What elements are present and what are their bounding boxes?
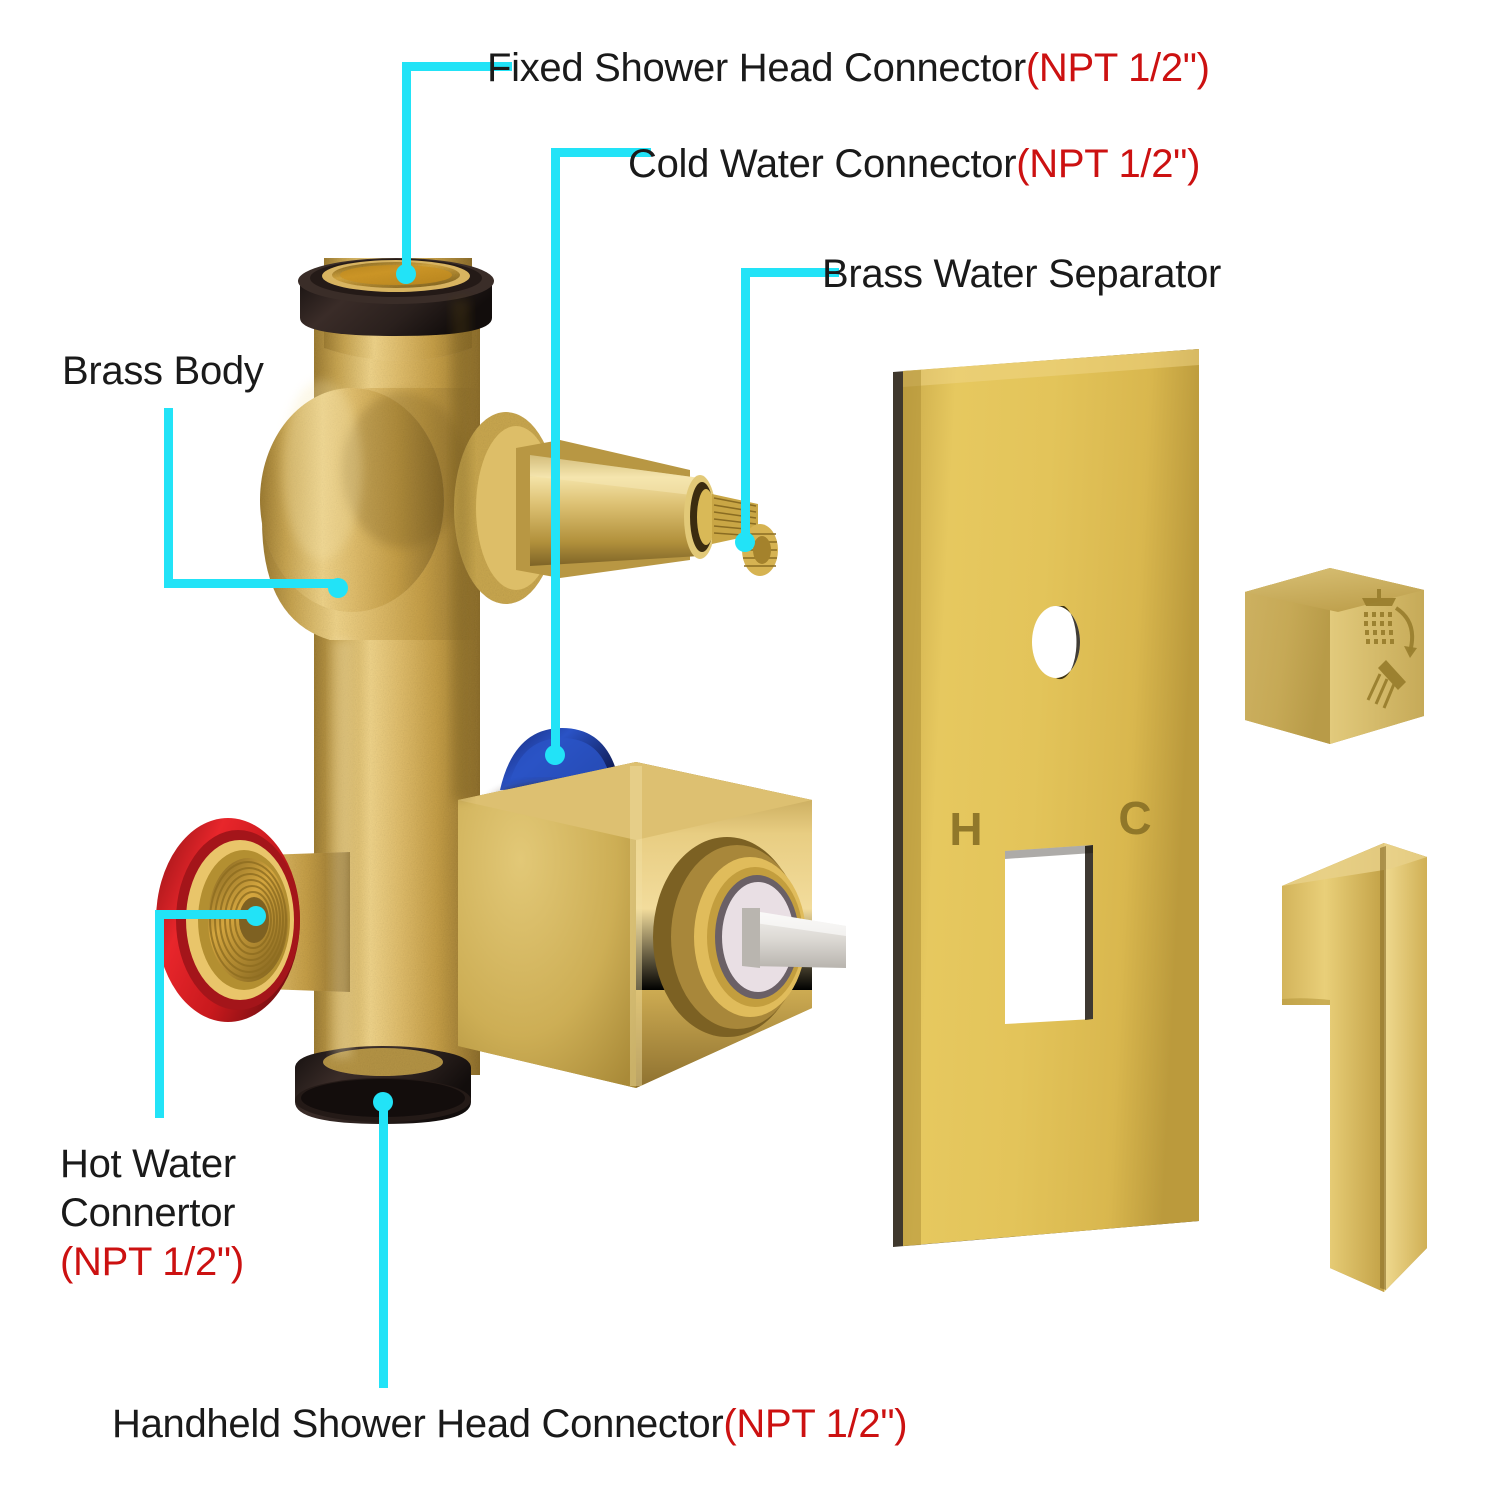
callout-spec-text: (NPT 1/2"): [60, 1239, 244, 1284]
escutcheon-trim-plate: H C: [893, 349, 1199, 1247]
callout-label-text: Brass Water Separator: [822, 252, 1222, 296]
callout-brass-body: Brass Body: [62, 347, 264, 396]
callout-cold-water-connector: Cold Water Connector(NPT 1/2"): [628, 140, 1200, 189]
callout-hot-water-connector: Hot Water Connertor (NPT 1/2"): [60, 1140, 360, 1286]
callout-spec-text: (NPT 1/2"): [723, 1402, 908, 1446]
hot-water-inlet: [156, 818, 300, 1022]
callout-handheld-shower-head-connector: Handheld Shower Head Connector(NPT 1/2"): [112, 1400, 908, 1449]
callout-label-text: Cold Water Connector: [628, 142, 1017, 186]
callout-spec-text: (NPT 1/2"): [1025, 46, 1210, 90]
svg-text:C: C: [1118, 792, 1151, 844]
callout-fixed-shower-head-connector: Fixed Shower Head Connector(NPT 1/2"): [487, 44, 1210, 93]
svg-text:H: H: [949, 803, 982, 855]
callout-label-text: Brass Body: [62, 349, 264, 393]
brass-valve-body: [156, 258, 846, 1124]
callout-label-text: Hot Water Connertor: [60, 1142, 236, 1235]
callout-label-text: Fixed Shower Head Connector: [487, 46, 1026, 90]
callout-brass-water-separator: Brass Water Separator: [822, 250, 1221, 299]
mixing-cartridge-block: [458, 762, 846, 1088]
diverter-button: [1245, 568, 1424, 744]
lever-handle: [1282, 843, 1427, 1292]
brass-water-separator: [454, 412, 778, 604]
callout-spec-text: (NPT 1/2"): [1016, 142, 1201, 186]
callout-label-text: Handheld Shower Head Connector: [112, 1402, 724, 1446]
